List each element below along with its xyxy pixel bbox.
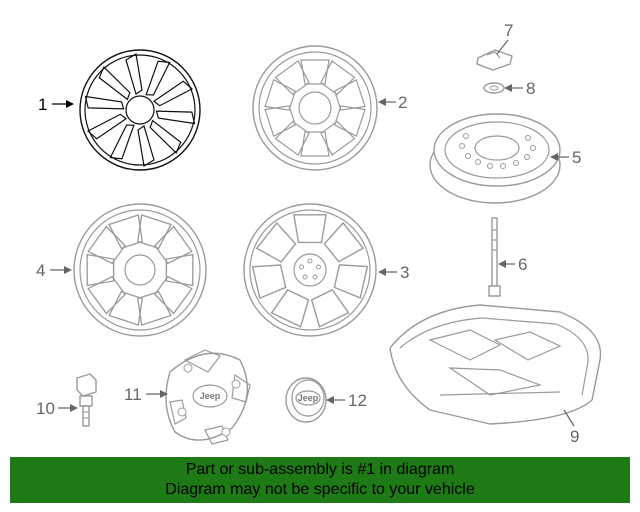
callout-6: 6 [498,255,527,274]
washer-8 [483,82,505,94]
callout-label: 12 [348,391,367,410]
notice-line-2: Diagram may not be specific to your vehi… [165,481,475,498]
notice-line-1: Part or sub-assembly is #1 in diagram [185,461,455,478]
callout-label: 6 [518,255,527,274]
callout-label: 9 [570,427,579,446]
callout-label: 7 [504,21,513,40]
callout-label: 10 [36,399,55,418]
wheel-1 [79,49,201,171]
callout-10: 10 [36,399,78,418]
diagram-notice-banner: Part or sub-assembly is #1 in diagram Di… [10,457,630,503]
emblem-cap-12: Jeep [285,377,327,423]
callout-label: 5 [572,148,581,167]
callout-label: 2 [398,93,407,112]
callout-label: 8 [526,79,535,98]
spare-tray-9 [389,304,602,425]
callout-label: 4 [36,261,45,280]
callout-5: 5 [550,148,581,167]
center-cap-11: Jeep [165,349,251,445]
parts-diagram: Jeep Jeep 1 2 7 8 5 6 4 [36,21,602,446]
wheel-2 [252,45,378,171]
callout-3: 3 [378,263,409,282]
wheel-4 [73,203,207,337]
callout-11: 11 [124,385,168,404]
wheel-bolt-10 [76,373,97,427]
center-cap-logo: Jeep [200,391,221,401]
callout-12: 12 [326,391,367,410]
emblem-cap-logo: Jeep [298,393,319,403]
callout-7: 7 [496,21,513,55]
callout-8: 8 [504,79,535,98]
callout-9: 9 [563,409,579,446]
lug-nut-7 [476,49,513,71]
callout-label: 3 [400,263,409,282]
callout-label: 1 [38,95,47,114]
wheel-3 [243,203,377,337]
spare-wheel-5 [429,113,561,204]
callout-1: 1 [38,95,74,114]
callout-4: 4 [36,261,72,280]
callout-2: 2 [378,93,407,112]
bolt-6 [488,217,501,297]
callout-label: 11 [124,385,142,404]
